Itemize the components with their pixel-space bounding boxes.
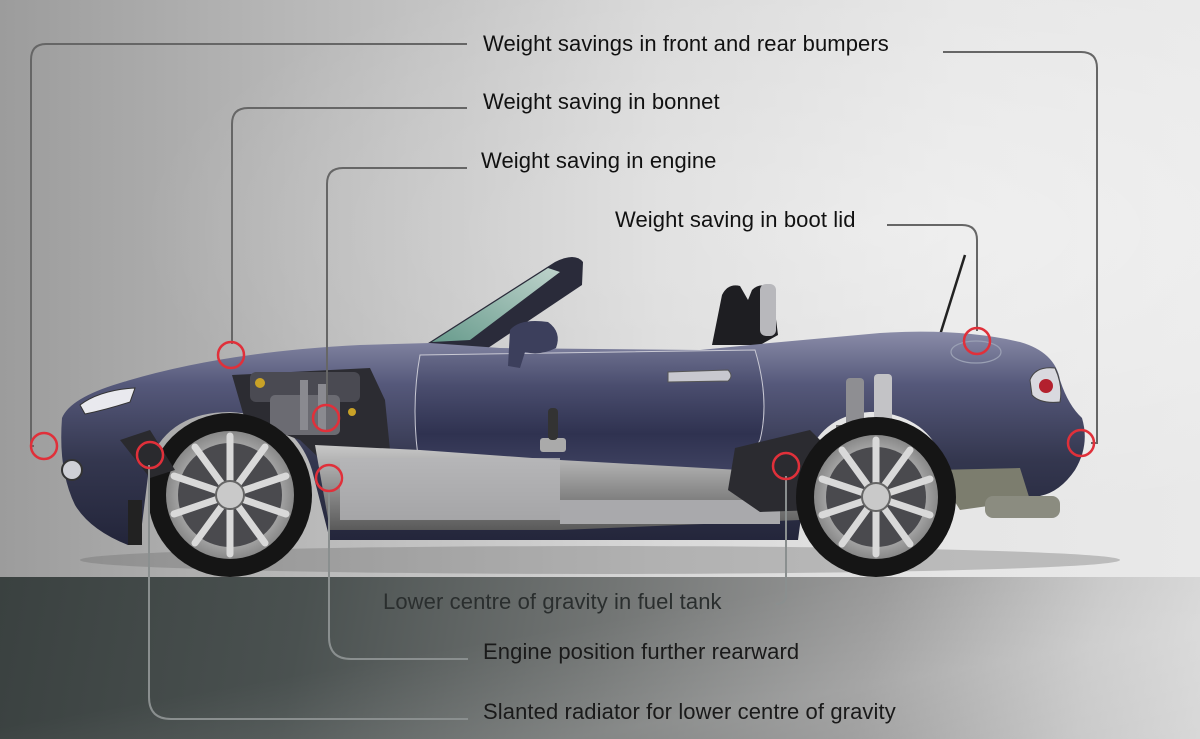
floor-leader-lines xyxy=(148,465,468,720)
marker-fuel-tank xyxy=(771,451,801,481)
door xyxy=(414,349,765,471)
door-handle xyxy=(667,369,732,383)
label-bonnet: Weight saving in bonnet xyxy=(483,89,720,114)
radiator-panel xyxy=(120,430,175,478)
marker-boot-lid xyxy=(962,326,992,356)
label-engine-position: Engine position further rearward xyxy=(483,639,800,664)
marker-engine xyxy=(311,403,341,433)
label-radiator: Slanted radiator for lower centre of gra… xyxy=(483,699,896,724)
leader-line-bumpers-rear xyxy=(943,51,1098,444)
seats xyxy=(712,284,778,345)
leader-line-fuel-tank xyxy=(775,476,787,605)
leader-line-bonnet xyxy=(231,107,467,344)
label-boot-lid: Weight saving in boot lid xyxy=(615,207,856,232)
leader-line-engine xyxy=(326,167,467,408)
transmission xyxy=(315,408,800,530)
fuel-filler-cap xyxy=(950,340,1002,364)
marker-rear-bumper xyxy=(1066,428,1096,458)
leader-lines xyxy=(30,43,1098,605)
rear-wheel xyxy=(796,417,956,577)
leader-line-engine-position xyxy=(328,488,468,660)
label-bumpers: Weight savings in front and rear bumpers xyxy=(483,31,889,56)
headlight xyxy=(79,387,136,415)
front-wheel xyxy=(148,413,312,577)
antenna xyxy=(938,254,967,336)
leader-line-boot-lid xyxy=(887,224,978,331)
leader-line-bumpers-front xyxy=(30,43,467,447)
callout-markers xyxy=(29,326,1096,493)
floor-shine xyxy=(0,577,1200,739)
windscreen xyxy=(425,257,583,350)
fog-light xyxy=(61,459,83,481)
tail-light-lamp xyxy=(1039,379,1053,393)
floor xyxy=(0,577,1200,739)
exhaust xyxy=(935,468,1060,518)
label-engine: Weight saving in engine xyxy=(481,148,717,173)
marker-bonnet xyxy=(216,340,246,370)
mud-flap xyxy=(128,500,142,545)
marker-engine-position xyxy=(314,463,344,493)
marker-radiator xyxy=(135,440,165,470)
leader-line-radiator xyxy=(148,465,468,720)
label-fuel-tank: Lower centre of gravity in fuel tank xyxy=(383,589,722,614)
side-mirror xyxy=(508,321,558,368)
marker-front-bumper xyxy=(29,431,59,461)
